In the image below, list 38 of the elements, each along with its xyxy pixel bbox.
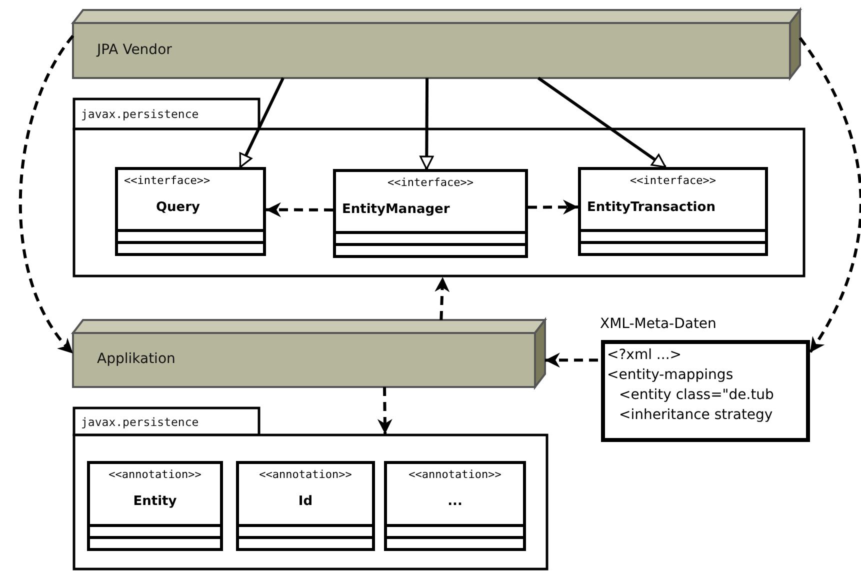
- code-line: <?xml ...>: [607, 346, 683, 365]
- package-name: javax.persistence: [81, 107, 199, 121]
- class-name: EntityManager: [342, 202, 450, 217]
- uml-class: [578, 167, 768, 256]
- block-label: JPA Vendor: [97, 42, 172, 58]
- stereotype: <<interface>>: [387, 176, 474, 189]
- block-label: Applikation: [97, 351, 176, 367]
- uml-class: [115, 167, 266, 256]
- stereotype: <<annotation>>: [408, 468, 502, 481]
- package-frame: [73, 407, 548, 570]
- package-frame: [73, 98, 805, 277]
- stereotype: <<interface>>: [124, 174, 210, 187]
- code-line: <inheritance strategy: [618, 406, 774, 425]
- dependency-arrow: [798, 37, 861, 354]
- dependency-arrow: [434, 276, 450, 320]
- dependency-arrow: [528, 200, 578, 215]
- class-name: ...: [448, 494, 462, 509]
- code-line: <entity-mappings: [607, 366, 734, 385]
- class-name: Query: [155, 200, 200, 215]
- note-title: XML-Meta-Daten: [600, 316, 716, 332]
- realization-arrow: [238, 77, 284, 168]
- realization-arrow: [420, 78, 434, 170]
- uml-class: [87, 461, 223, 551]
- dependency-arrow: [377, 386, 392, 434]
- dependency-arrow: [545, 352, 598, 368]
- class-name: Entity: [133, 494, 177, 509]
- stereotype: <<annotation>>: [259, 468, 352, 481]
- uml-class: [236, 461, 375, 551]
- code-line: <entity class="de.tub: [618, 386, 775, 405]
- class-name: EntityTransaction: [587, 200, 716, 215]
- dependency-arrow: [266, 202, 333, 218]
- package-name: javax.persistence: [81, 414, 199, 428]
- uml-class: [384, 461, 526, 551]
- class-name: Id: [298, 494, 313, 509]
- uml-class: [333, 169, 528, 258]
- stereotype: <<annotation>>: [108, 468, 202, 481]
- stereotype: <<interface>>: [630, 174, 716, 187]
- realization-arrow: [537, 76, 666, 168]
